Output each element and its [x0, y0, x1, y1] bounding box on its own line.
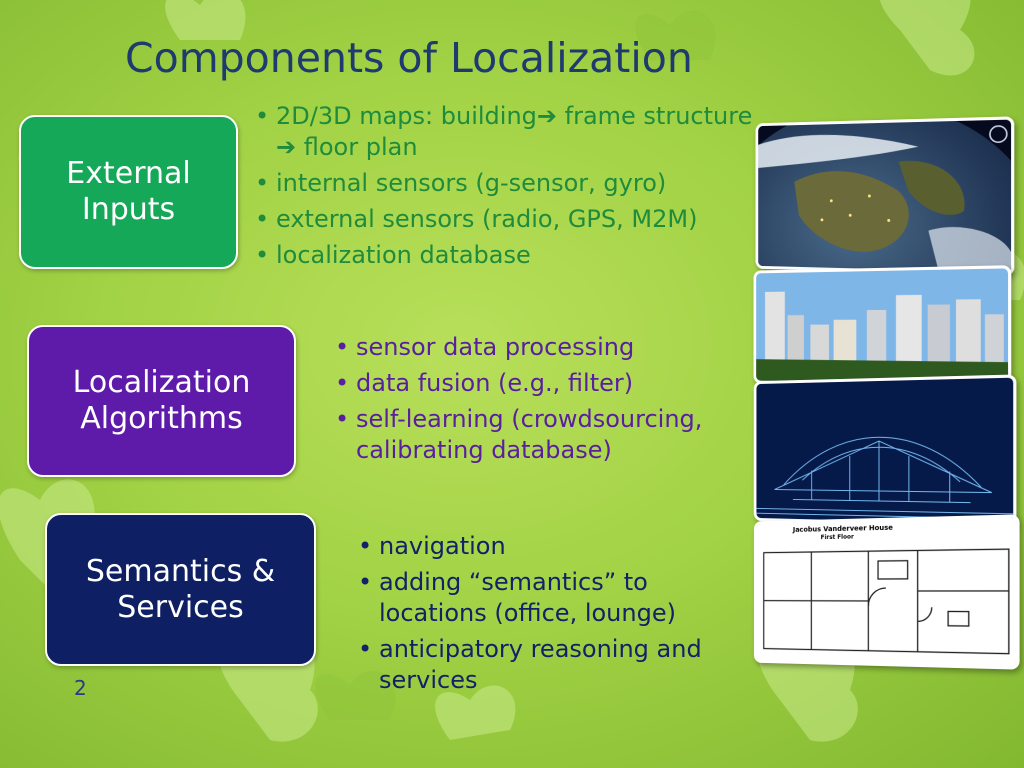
bullet-item: 2D/3D maps: building➔ frame structure ➔ …: [255, 101, 755, 163]
localization-algorithms-box: Localization Algorithms: [27, 325, 296, 477]
earth-globe-image: [755, 116, 1015, 276]
semantics-services-label: Semantics & Services: [85, 553, 276, 625]
building-wireframe-image: [753, 374, 1017, 528]
slide-number: 2: [74, 676, 87, 700]
bullet-item: navigation: [358, 531, 748, 562]
bullet-item: sensor data processing: [335, 332, 715, 363]
floor-plan-subtitle: First Floor: [821, 534, 854, 541]
bullet-item: data fusion (e.g., filter): [335, 368, 715, 399]
semantics-services-box: Semantics & Services: [45, 513, 316, 666]
external-inputs-label: External Inputs: [66, 156, 191, 227]
floor-plan-title: Jacobus Vanderveer House: [792, 523, 893, 533]
algorithms-bullets: sensor data processing data fusion (e.g.…: [335, 332, 715, 471]
bullet-item: external sensors (radio, GPS, M2M): [255, 204, 755, 235]
bullet-item: self-learning (crowdsourcing, calibratin…: [335, 404, 715, 466]
external-inputs-bullets: 2D/3D maps: building➔ frame structure ➔ …: [255, 101, 755, 276]
localization-algorithms-label: Localization Algorithms: [72, 365, 251, 436]
slide-title: Components of Localization: [125, 34, 693, 82]
bullet-item: localization database: [255, 240, 755, 271]
floor-plan-image: Jacobus Vanderveer House First Floor: [753, 514, 1020, 670]
city-skyline-image: [753, 265, 1012, 389]
bullet-item: anticipatory reasoning and services: [358, 634, 748, 696]
semantics-bullets: navigation adding “semantics” to locatio…: [358, 531, 748, 701]
external-inputs-box: External Inputs: [19, 115, 238, 269]
bullet-item: internal sensors (g-sensor, gyro): [255, 168, 755, 199]
bullet-item: adding “semantics” to locations (office,…: [358, 567, 748, 629]
